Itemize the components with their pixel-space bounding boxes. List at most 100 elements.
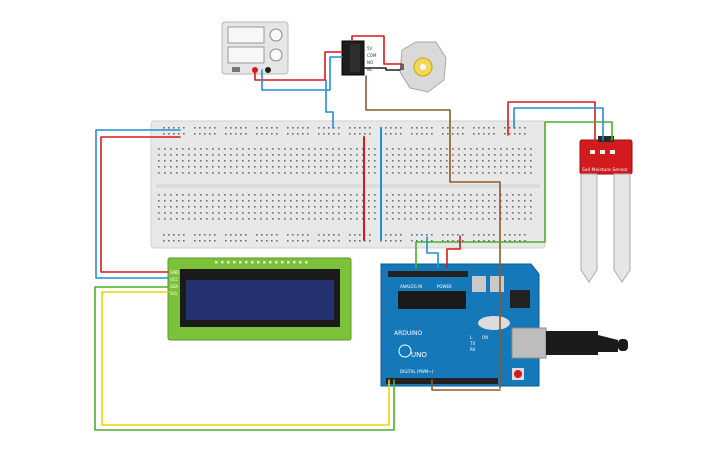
breadboard-hole <box>476 200 478 202</box>
breadboard-hole <box>374 172 376 174</box>
breadboard-hole <box>344 166 346 168</box>
breadboard-hole <box>458 200 460 202</box>
breadboard-hole <box>308 194 310 196</box>
breadboard-hole <box>524 240 526 242</box>
breadboard-hole <box>307 234 309 236</box>
breadboard-hole <box>183 133 185 135</box>
breadboard-hole <box>422 212 424 214</box>
breadboard-hole <box>362 212 364 214</box>
breadboard-hole <box>500 166 502 168</box>
breadboard-hole <box>483 133 485 135</box>
breadboard-hole <box>332 148 334 150</box>
breadboard-hole <box>524 172 526 174</box>
lcd-pin-header <box>215 261 308 264</box>
breadboard-hole <box>272 148 274 150</box>
breadboard[interactable] <box>150 120 546 249</box>
breadboard-hole <box>204 127 206 129</box>
breadboard-hole <box>386 172 388 174</box>
breadboard-hole <box>392 160 394 162</box>
breadboard-hole <box>200 154 202 156</box>
breadboard-hole <box>458 154 460 156</box>
breadboard-hole <box>178 240 180 242</box>
breadboard-hole <box>416 200 418 202</box>
breadboard-hole <box>287 127 289 129</box>
breadboard-hole <box>385 240 387 242</box>
breadboard-hole <box>168 234 170 236</box>
breadboard-hole <box>434 154 436 156</box>
arduino-brand: ARDUINO <box>394 330 423 337</box>
breadboard-hole <box>308 154 310 156</box>
breadboard-hole <box>364 240 366 242</box>
breadboard-hole <box>434 212 436 214</box>
breadboard-hole <box>390 240 392 242</box>
arduino-digital-label: DIGITAL (PWM~) <box>400 369 434 374</box>
breadboard-hole <box>230 240 232 242</box>
breadboard-hole <box>225 240 227 242</box>
breadboard-hole <box>290 172 292 174</box>
breadboard-hole <box>350 200 352 202</box>
breadboard-hole <box>188 194 190 196</box>
breadboard-hole <box>398 212 400 214</box>
breadboard-hole <box>302 160 304 162</box>
breadboard-hole <box>464 200 466 202</box>
soil-moisture-sensor[interactable]: Soil Moisture Sensor <box>579 136 633 283</box>
breadboard-hole <box>307 127 309 129</box>
breadboard-hole <box>290 218 292 220</box>
wire-red <box>254 51 343 81</box>
breadboard-hole <box>260 200 262 202</box>
breadboard-hole <box>482 194 484 196</box>
breadboard-hole <box>518 172 520 174</box>
breadboard-hole <box>509 234 511 236</box>
breadboard-hole <box>440 194 442 196</box>
lcd-pin <box>215 261 218 264</box>
breadboard-hole <box>206 172 208 174</box>
breadboard-hole <box>261 127 263 129</box>
breadboard-hole <box>506 166 508 168</box>
breadboard-hole <box>182 200 184 202</box>
breadboard-hole <box>530 166 532 168</box>
breadboard-hole <box>302 194 304 196</box>
breadboard-hole <box>434 160 436 162</box>
breadboard-hole <box>230 194 232 196</box>
breadboard-hole <box>349 133 351 135</box>
breadboard-hole <box>356 160 358 162</box>
breadboard-hole <box>410 166 412 168</box>
breadboard-hole <box>218 154 220 156</box>
breadboard-hole <box>188 200 190 202</box>
breadboard-hole <box>464 172 466 174</box>
breadboard-hole <box>421 240 423 242</box>
breadboard-hole <box>386 194 388 196</box>
breadboard-hole <box>428 200 430 202</box>
power-supply[interactable] <box>221 21 289 75</box>
breadboard-hole <box>416 148 418 150</box>
breadboard-hole <box>164 160 166 162</box>
breadboard-hole <box>200 172 202 174</box>
breadboard-hole <box>349 127 351 129</box>
breadboard-hole <box>344 160 346 162</box>
breadboard-hole <box>482 166 484 168</box>
breadboard-hole <box>178 127 180 129</box>
breadboard-hole <box>390 234 392 236</box>
lcd-display[interactable]: GND VCC SDA SCL <box>167 257 352 341</box>
breadboard-hole <box>338 212 340 214</box>
breadboard-hole <box>359 240 361 242</box>
breadboard-hole <box>296 206 298 208</box>
breadboard-hole <box>338 200 340 202</box>
breadboard-hole <box>182 172 184 174</box>
breadboard-hole <box>296 194 298 196</box>
breadboard-hole <box>500 172 502 174</box>
breadboard-hole <box>447 234 449 236</box>
breadboard-hole <box>362 172 364 174</box>
breadboard-hole <box>182 218 184 220</box>
dc-motor[interactable] <box>399 41 447 93</box>
breadboard-hole <box>168 133 170 135</box>
breadboard-hole <box>470 206 472 208</box>
breadboard-hole <box>245 240 247 242</box>
relay-module[interactable]: 5V COM NO NC <box>341 40 377 76</box>
breadboard-hole <box>470 212 472 214</box>
breadboard-hole <box>278 194 280 196</box>
breadboard-hole <box>411 133 413 135</box>
breadboard-hole <box>440 200 442 202</box>
lcd-pin <box>269 261 272 264</box>
arduino-uno[interactable]: ARDUINO UNO ANALOG IN POWER DIGITAL (PWM… <box>380 263 628 387</box>
